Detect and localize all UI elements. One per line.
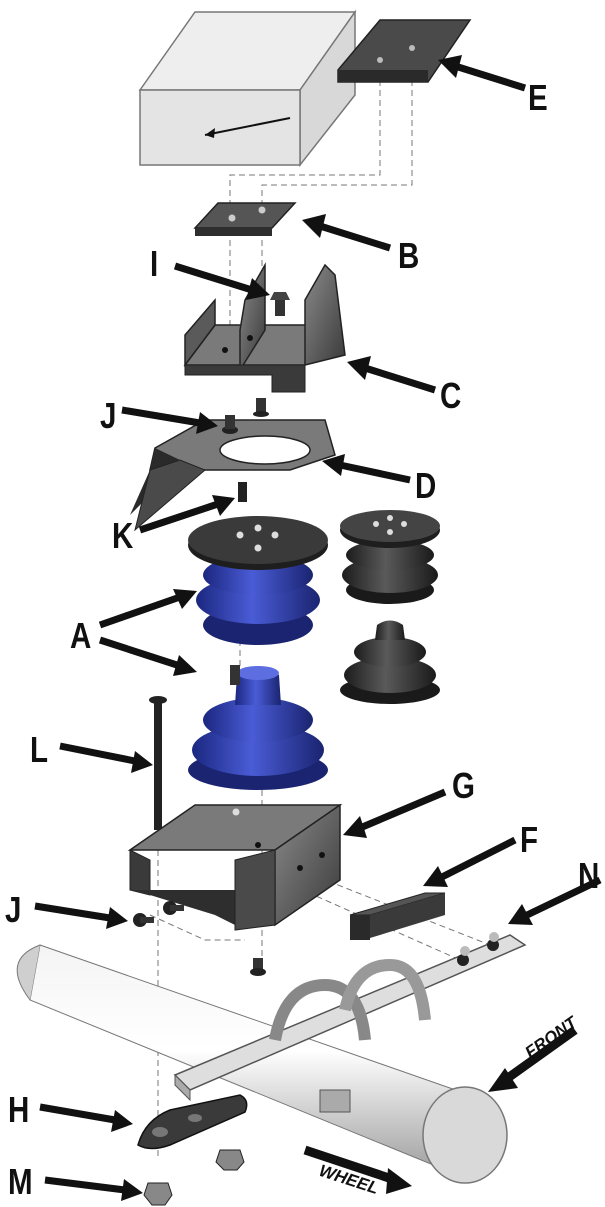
- blue-bumper-lower: [188, 666, 328, 790]
- black-bumper: [340, 620, 440, 704]
- lower-bracket-g: [127, 803, 343, 931]
- frame-rail: [138, 9, 357, 168]
- frame-plate-e: [337, 19, 472, 83]
- lower-plate-h: [137, 1094, 248, 1150]
- black-helper-spring: [340, 510, 440, 604]
- label-h: H: [8, 1089, 30, 1130]
- stud-near-bumper: [230, 665, 240, 685]
- block-f: [349, 892, 446, 940]
- stud-k: [238, 482, 247, 502]
- u-bolt-saddle: [269, 958, 431, 1113]
- label-m: M: [8, 1161, 33, 1202]
- wheel-direction-arrow: [303, 1145, 412, 1194]
- upper-bracket-c: [183, 262, 346, 393]
- pointer-arrows: [34, 55, 602, 1201]
- label-b: B: [398, 235, 420, 276]
- screws-j-lower: [133, 901, 266, 976]
- washers-n: [460, 932, 499, 956]
- bolt-i: [270, 292, 290, 316]
- long-bolt-l: [149, 696, 167, 830]
- label-j-upper: J: [100, 395, 117, 436]
- screw-j-upper: [222, 415, 238, 434]
- label-g: G: [452, 765, 475, 806]
- label-d: D: [415, 465, 437, 506]
- blue-helper-spring-upper: [188, 516, 328, 645]
- leaf-spring: [173, 934, 527, 1102]
- front-direction-arrow: [488, 1026, 578, 1092]
- label-k: K: [112, 515, 134, 556]
- label-a: A: [70, 615, 92, 656]
- label-e: E: [528, 77, 548, 118]
- label-n: N: [578, 855, 600, 896]
- spacer-plate-b: [193, 202, 297, 236]
- mounting-plate-d: [130, 419, 336, 532]
- label-c: C: [440, 375, 462, 416]
- nuts-m: [143, 1149, 245, 1206]
- label-l: L: [30, 729, 49, 770]
- label-j-lower: J: [5, 889, 22, 930]
- label-f: F: [520, 819, 539, 860]
- bolt-under-c: [253, 398, 269, 417]
- label-i: I: [150, 243, 159, 284]
